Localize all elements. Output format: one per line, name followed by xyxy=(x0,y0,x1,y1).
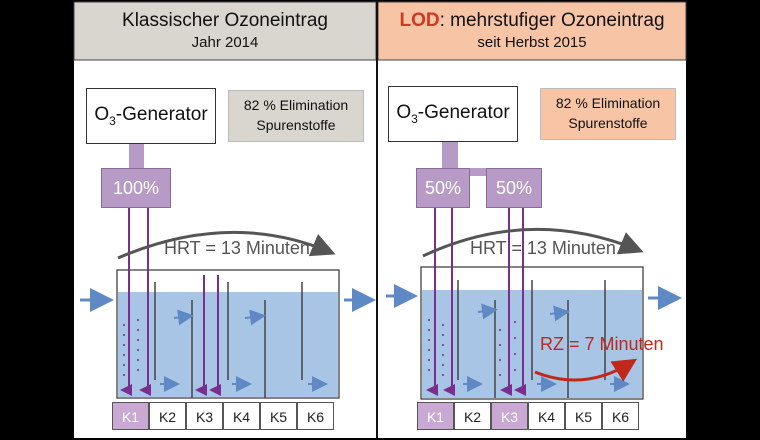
left-header: Klassischer Ozoneintrag Jahr 2014 xyxy=(74,4,376,58)
left-hrt-arrow xyxy=(117,230,336,260)
right-elim-line1: 82 % Elimination xyxy=(555,95,661,111)
left-flow-arrows xyxy=(160,309,328,392)
left-bubbles xyxy=(123,319,139,376)
right-chamber-k5: K5 xyxy=(565,402,602,430)
left-header-bg xyxy=(73,1,377,61)
right-subtitle: seit Herbst 2015 xyxy=(477,34,587,51)
left-title: Klassischer Ozoneintrag xyxy=(122,10,328,31)
right-ozone-50-b: 50% xyxy=(486,168,542,208)
lod-label: LOD xyxy=(399,10,440,31)
right-tank xyxy=(420,266,644,400)
left-ozone-100: 100% xyxy=(101,168,171,208)
left-chamber-k2: K2 xyxy=(149,402,186,430)
right-chamber-k6: K6 xyxy=(602,402,639,430)
right-chamber-k2: K2 xyxy=(454,402,491,430)
right-connector-branch xyxy=(458,168,488,176)
right-title: : mehrstufiger Ozoneintrag xyxy=(439,10,665,31)
left-subtitle: Jahr 2014 xyxy=(191,34,259,51)
left-ozone-pipes xyxy=(120,208,221,396)
right-ozone-50-a: 50% xyxy=(416,168,470,208)
right-header: LOD: mehrstufiger Ozoneintrag seit Herbs… xyxy=(378,4,686,58)
left-chamber-k4: K4 xyxy=(223,402,260,430)
right-elim-line2: Spurenstoffe xyxy=(568,115,648,131)
right-elimination-box: 82 % Elimination Spurenstoffe xyxy=(540,88,676,140)
left-chamber-k3: K3 xyxy=(186,402,223,430)
right-bubbles xyxy=(428,319,516,376)
right-hrt-arrow xyxy=(422,227,644,258)
right-o3-generator: O3-Generator xyxy=(388,86,518,142)
rz-label: RZ = 7 Minuten xyxy=(540,334,664,354)
left-chamber-k5: K5 xyxy=(260,402,297,430)
right-chamber-k4: K4 xyxy=(528,402,565,430)
right-ozone-pipes xyxy=(426,208,526,396)
right-flow-arrows xyxy=(463,303,630,392)
right-title-line: LOD: mehrstufiger Ozoneintrag xyxy=(378,10,686,32)
right-hrt-label: HRT = 13 Minuten xyxy=(470,238,616,258)
left-hrt-label: HRT = 13 Minuten xyxy=(164,238,310,258)
left-connector xyxy=(129,142,144,168)
left-elimination-box: 82 % Elimination Spurenstoffe xyxy=(228,90,364,142)
left-o3-generator: O3-Generator xyxy=(86,88,216,144)
right-chamber-k1: K1 xyxy=(417,402,454,430)
rz-arrow xyxy=(534,358,638,382)
left-elim-line2: Spurenstoffe xyxy=(256,117,336,133)
left-chamber-k1: K1 xyxy=(112,402,149,430)
left-chamber-k6: K6 xyxy=(297,402,334,430)
left-elim-line1: 82 % Elimination xyxy=(243,97,349,113)
right-chamber-k3: K3 xyxy=(491,402,528,430)
right-connector-down xyxy=(442,140,458,170)
left-tank xyxy=(116,269,340,399)
